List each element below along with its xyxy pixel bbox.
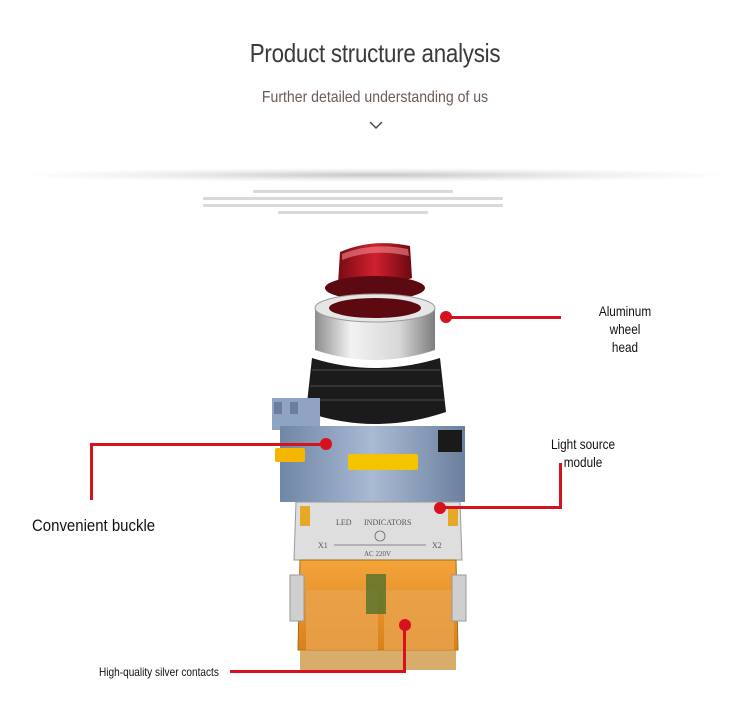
selector-switch-icon: LED INDICATORS X1 X2 AC 220V [272,243,467,670]
callout-line-buckle-h [90,443,326,446]
callout-line-buckle-v [90,443,93,500]
callout-aluminum-line2: head [611,339,639,355]
callout-line-contacts-h [230,670,406,673]
section-divider [20,168,730,182]
callout-line-light-source-h [440,506,562,509]
module-label-indicators: INDICATORS [364,518,411,527]
callout-aluminum-line1: Aluminum wheel [598,303,652,337]
module-label-led: LED [336,518,352,527]
module-label-x1: X1 [318,541,328,550]
page-title: Product structure analysis [249,38,501,68]
page-subtitle: Further detailed understanding of us [261,89,489,106]
callout-aluminum-wheel-head: Aluminum wheel head [583,302,667,356]
callout-light-source-module: Light source module [550,436,616,470]
callout-line-aluminum [446,316,561,319]
callout-dot-light-source [434,502,446,514]
chevron-down-icon [369,121,383,129]
callout-silver-contacts: High-quality silver contacts [99,665,219,679]
module-label-voltage: AC 220V [364,550,391,558]
callout-dot-buckle [320,438,332,450]
module-label-x2: X2 [432,541,442,550]
callout-line-light-source-v [559,463,562,509]
fine-print-decoration [200,190,505,218]
callout-convenient-buckle: Convenient buckle [32,516,156,535]
callout-line-contacts-v [403,625,406,672]
